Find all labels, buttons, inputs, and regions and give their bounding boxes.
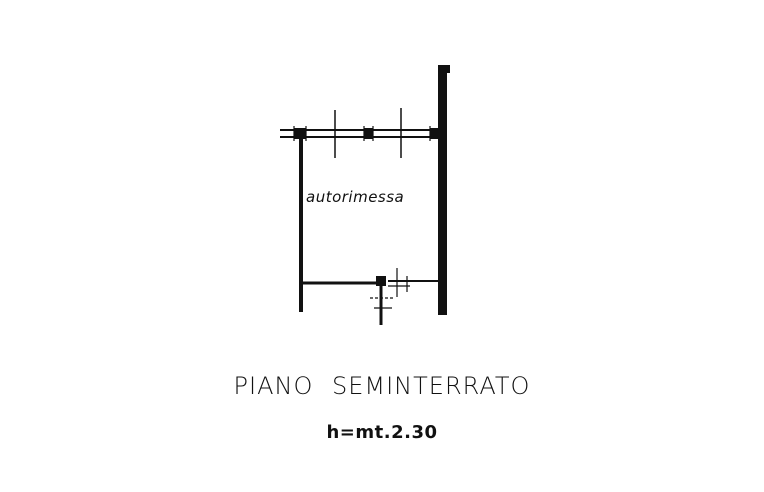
floor-title: PIANO SEMINTERRATO	[233, 372, 531, 400]
bottom-wall	[302, 268, 440, 325]
room-label-garage: autorimessa	[306, 188, 405, 206]
left-wall	[299, 137, 303, 312]
thick-right-wall	[438, 65, 450, 315]
ceiling-height-label: h=mt.2.30	[326, 422, 438, 443]
bottom-pillar	[376, 276, 386, 286]
wall-pillars	[294, 128, 440, 139]
